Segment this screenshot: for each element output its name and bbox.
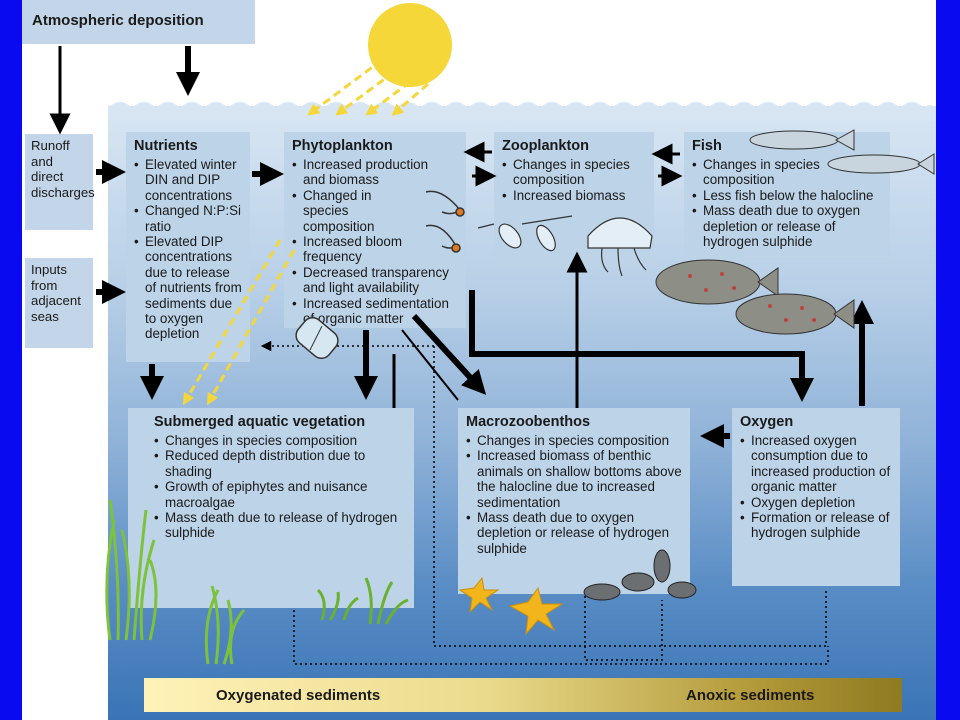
dotted-feedback-lines [260, 340, 829, 665]
zooplankton-item: Changes in species composition [502, 157, 646, 188]
fish-item: Mass death due to oxygen depletion or re… [692, 203, 882, 249]
atmospheric-label: Atmospheric deposition [32, 12, 204, 29]
fish-box: Fish Changes in species composition Less… [684, 132, 890, 262]
vegetation-item: Reduced depth distribution due to shadin… [154, 448, 406, 479]
phytoplankton-icon [425, 190, 465, 253]
phytoplankton-item: Increased bloom frequency [292, 234, 458, 265]
zooplankton-icon [477, 215, 653, 277]
vegetation-item: Mass death due to release of hydrogen su… [154, 510, 406, 541]
sunlight-rays [182, 58, 429, 406]
nutrients-item: Elevated winter DIN and DIP concentratio… [134, 157, 242, 203]
vegetation-title: Submerged aquatic vegetation [154, 414, 366, 430]
vegetation-box: Submerged aquatic vegetation Changes in … [128, 408, 414, 608]
diatom-chain-icon [295, 316, 339, 360]
phytoplankton-item: Changed in species composition [292, 188, 458, 234]
oxygenated-sediments-label: Oxygenated sediments [216, 687, 381, 704]
fish-title: Fish [692, 138, 722, 154]
mussel-icon [583, 549, 697, 601]
macrozoobenthos-title: Macrozoobenthos [466, 414, 591, 430]
fish-item: Changes in species composition [692, 157, 882, 188]
vegetation-item: Growth of epiphytes and nuisance macroal… [154, 479, 406, 510]
atmospheric-deposition-box: Atmospheric deposition [22, 0, 255, 44]
inputs-line: seas [31, 308, 59, 324]
fish-icon [749, 129, 935, 175]
vegetation-item: Changes in species composition [154, 433, 406, 449]
seagrass-icon [105, 499, 246, 665]
oxygen-box: Oxygen Increased oxygen consumption due … [732, 408, 900, 586]
runoff-line: discharges [31, 184, 95, 200]
runoff-line: Runoff [31, 138, 70, 153]
anoxic-sediments-label: Anoxic sediments [686, 687, 815, 704]
macrozoobenthos-box: Macrozoobenthos Changes in species compo… [458, 408, 690, 594]
nutrients-box: Nutrients Elevated winter DIN and DIP co… [126, 132, 250, 362]
zooplankton-item: Increased biomass [502, 188, 646, 204]
flatfish-icon [655, 259, 855, 335]
sediment-gradient-bar: Oxygenated sediments Anoxic sediments [144, 678, 902, 712]
macrozoobenthos-item: Increased biomass of benthic animals on … [466, 448, 682, 510]
macrozoobenthos-item: Mass death due to oxygen depletion or re… [466, 510, 682, 556]
starfish-icon [458, 576, 564, 636]
sun-icon [368, 3, 452, 87]
inputs-line: Inputs [31, 262, 67, 277]
oxygen-title: Oxygen [740, 414, 794, 430]
runoff-line: direct [31, 169, 64, 184]
nutrients-title: Nutrients [134, 138, 198, 154]
fish-item: Less fish below the halocline [692, 188, 882, 204]
phytoplankton-box: Phytoplankton Increased production and b… [284, 132, 466, 328]
runoff-line: and [31, 153, 54, 169]
inputs-line: from [31, 277, 58, 293]
zooplankton-title: Zooplankton [502, 138, 589, 154]
phytoplankton-title: Phytoplankton [292, 138, 393, 154]
diagram-frame: Atmospheric deposition Runoff and direct… [22, 0, 936, 720]
phytoplankton-item: Increased sedimentation of organic matte… [292, 296, 458, 327]
macroalgae-icon [316, 577, 409, 625]
inputs-line: adjacent [31, 293, 81, 308]
phytoplankton-item: Decreased transparency and light availab… [292, 265, 458, 296]
oxygen-item: Formation or release of hydrogen sulphid… [740, 510, 892, 541]
oxygen-item: Oxygen depletion [740, 495, 892, 511]
phytoplankton-item: Increased production and biomass [292, 157, 458, 188]
inputs-box: Inputs from adjacent seas [25, 258, 93, 348]
diagram-overlay [49, 3, 935, 665]
runoff-box: Runoff and direct discharges [25, 134, 95, 230]
nutrients-item: Changed N:P:Si ratio [134, 203, 242, 234]
nutrients-item: Elevated DIP concentrations due to relea… [134, 234, 242, 342]
flow-arrows [49, 46, 874, 448]
oxygen-item: Increased oxygen consumption due to incr… [740, 433, 892, 495]
macrozoobenthos-item: Changes in species composition [466, 433, 682, 449]
